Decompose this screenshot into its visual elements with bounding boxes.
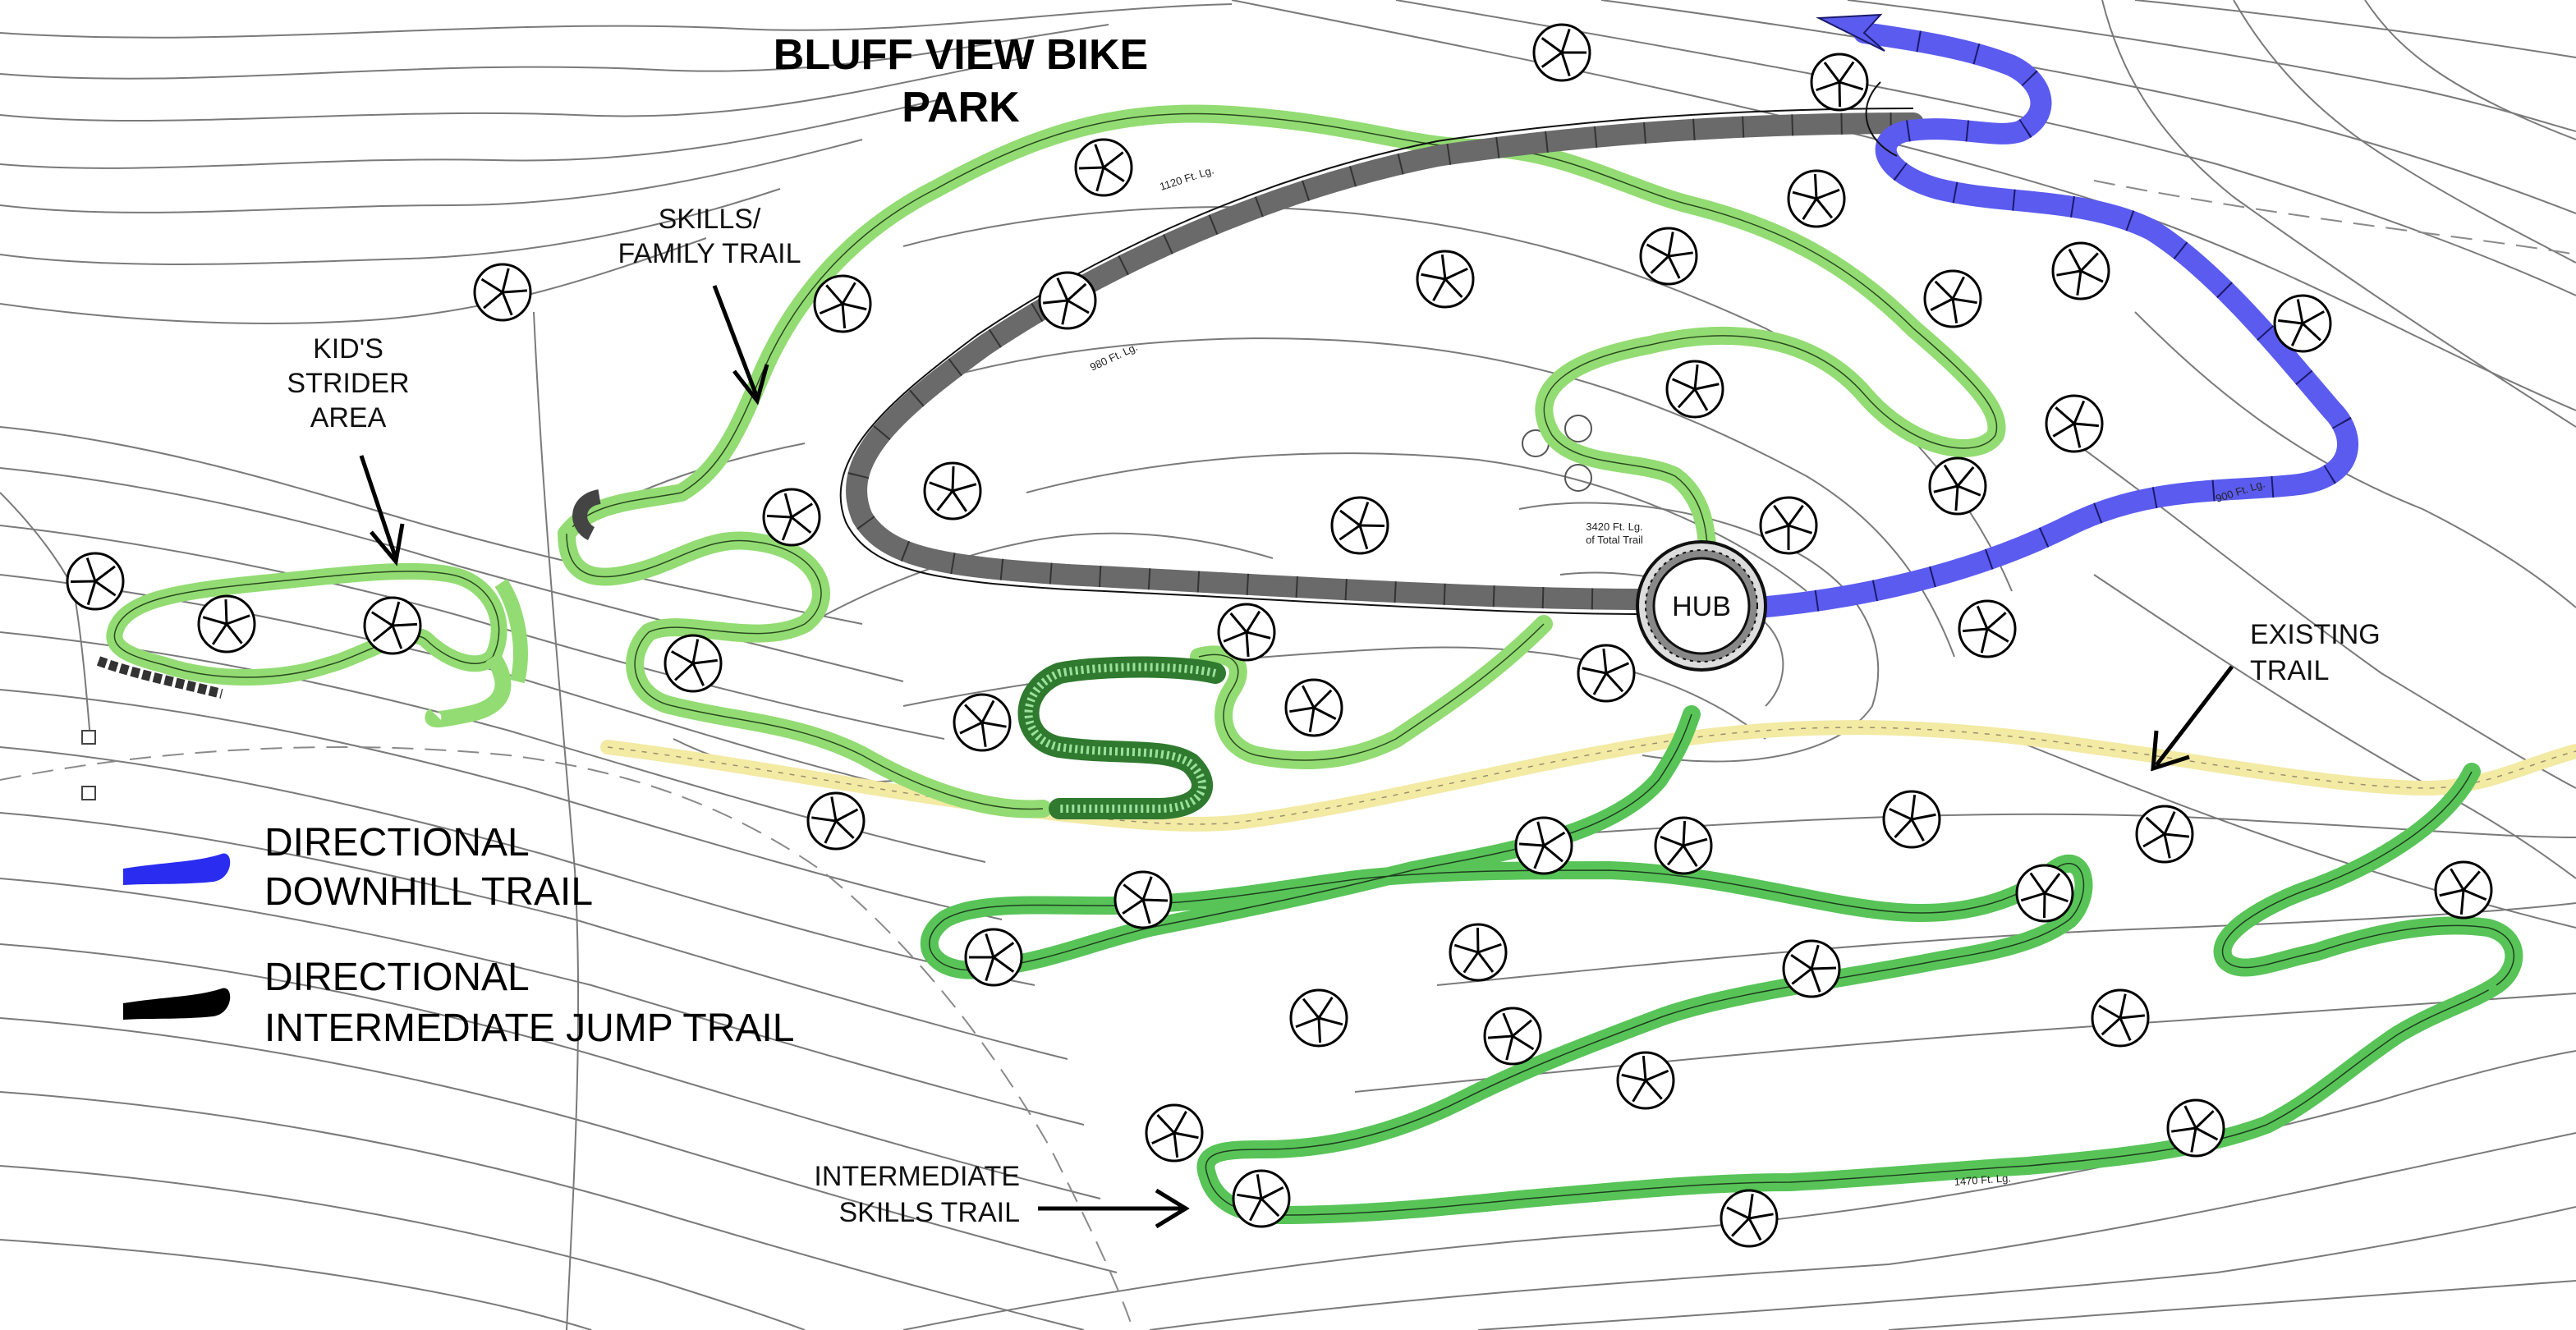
kids-arrow xyxy=(359,455,398,559)
tree-icon xyxy=(2091,988,2150,1048)
tree-icon xyxy=(953,693,1012,752)
map-title: BLUFF VIEW BIKE PARK xyxy=(774,31,1148,131)
tree-icon xyxy=(1759,496,1818,555)
tree-icon xyxy=(1882,790,1941,849)
legend-item-downhill: DIRECTIONAL DOWNHILL TRAIL xyxy=(123,821,593,914)
tree-icon xyxy=(1289,988,1348,1048)
downhill-arrow-head xyxy=(1816,13,1885,52)
jump-trail xyxy=(572,108,1924,615)
hub-label: HUB xyxy=(1672,591,1731,622)
callout-intermediate: INTERMEDIATE SKILLS TRAIL xyxy=(814,1161,1190,1229)
skills-length-label: 1120 Ft. Lg. xyxy=(1158,163,1215,192)
tree-icon xyxy=(2051,241,2110,300)
downhill-trail xyxy=(1747,13,2358,618)
tree-icon xyxy=(1654,816,1713,875)
callout-existing: EXISTING TRAIL xyxy=(2151,619,2381,772)
existing-line2: TRAIL xyxy=(2250,655,2329,686)
skills-family-trail xyxy=(558,104,2006,819)
legend-downhill-line2: DOWNHILL TRAIL xyxy=(264,870,593,914)
kids-line1: KID'S xyxy=(313,333,383,365)
tree-icon xyxy=(2166,1098,2225,1158)
tree-icon xyxy=(1787,169,1846,228)
tree-icon xyxy=(1532,23,1591,82)
title-line1: BLUFF VIEW BIKE xyxy=(774,31,1148,79)
tree-icon xyxy=(1720,1189,1779,1248)
existing-line1: EXISTING xyxy=(2250,619,2381,650)
kids-line3: AREA xyxy=(310,402,387,433)
tree-icon xyxy=(473,263,532,322)
callout-kids: KID'S STRIDER AREA xyxy=(287,333,410,566)
trail-length-labels: 1120 Ft. Lg. 980 Ft. Lg. 900 Ft. Lg. 147… xyxy=(1088,163,2266,1188)
tree-icon xyxy=(964,928,1023,987)
legend-jump-line2: INTERMEDIATE JUMP TRAIL xyxy=(264,1007,794,1050)
hub-circle xyxy=(1652,557,1751,655)
blue-swatch-icon xyxy=(123,853,231,885)
tree-icon xyxy=(1483,1007,1542,1066)
tree-icon xyxy=(1514,816,1573,875)
tree-icon xyxy=(2434,860,2493,920)
tree-icon xyxy=(923,461,982,521)
tree-icon xyxy=(1449,923,1508,982)
skills-line1: SKILLS/ xyxy=(659,204,761,235)
tree-icon xyxy=(1074,138,1133,197)
callout-skills: SKILLS/ FAMILY TRAIL xyxy=(618,204,801,406)
skills-arrow xyxy=(712,285,760,398)
black-swatch-icon xyxy=(123,988,231,1020)
tree-icon xyxy=(1038,271,1097,330)
existing-arrow xyxy=(2155,665,2234,767)
tree-icon xyxy=(1639,227,1698,286)
trees xyxy=(66,23,2493,1248)
tree-icon xyxy=(2273,294,2332,353)
tree-icon xyxy=(1114,870,1173,929)
legend: DIRECTIONAL DOWNHILL TRAIL DIRECTIONAL I… xyxy=(123,821,794,1050)
legend-item-jump: DIRECTIONAL INTERMEDIATE JUMP TRAIL xyxy=(123,956,794,1050)
legend-downhill-line1: DIRECTIONAL xyxy=(264,821,530,864)
legend-jump-line1: DIRECTIONAL xyxy=(264,956,530,999)
tree-icon xyxy=(1958,599,2017,658)
kids-line2: STRIDER xyxy=(287,368,409,399)
tree-icon xyxy=(664,634,723,693)
intermediate-line1: INTERMEDIATE xyxy=(814,1161,1020,1192)
hub-note-line1: 3420 Ft. Lg. xyxy=(1586,521,1642,533)
tree-icon xyxy=(1665,360,1724,419)
tree-icon xyxy=(806,791,866,851)
tree-icon xyxy=(1145,1103,1204,1163)
tree-icon xyxy=(1577,644,1636,703)
tree-icon xyxy=(1782,939,1841,998)
tree-icon xyxy=(1616,1051,1675,1110)
intermediate-length-label: 1470 Ft. Lg. xyxy=(1954,1172,2011,1188)
tree-icon xyxy=(2135,805,2194,864)
tree-icon xyxy=(813,274,872,333)
tree-icon xyxy=(1416,250,1475,309)
tree-icon xyxy=(2045,394,2104,453)
tree-icon xyxy=(2015,864,2074,923)
intermediate-line2: SKILLS TRAIL xyxy=(839,1197,1021,1228)
tree-icon xyxy=(1232,1169,1291,1228)
tree-icon xyxy=(1810,53,1869,112)
tree-icon xyxy=(66,552,125,611)
hub: HUB 3420 Ft. Lg. of Total Trail xyxy=(1586,521,1767,672)
skills-line2: FAMILY TRAIL xyxy=(618,238,801,269)
tree-icon xyxy=(1330,496,1389,555)
tree-icon xyxy=(363,596,422,655)
jump-length-label: 980 Ft. Lg. xyxy=(1088,341,1140,374)
strider-area xyxy=(96,562,528,728)
tree-icon xyxy=(762,488,821,547)
tree-icon xyxy=(197,594,256,654)
tree-icon xyxy=(1923,269,1982,328)
tree-icon xyxy=(1928,456,1987,516)
tree-icon xyxy=(1217,603,1276,662)
tree-icon xyxy=(1284,678,1343,737)
title-line2: PARK xyxy=(902,84,1020,131)
pump-track xyxy=(1017,656,1226,820)
hub-note-line2: of Total Trail xyxy=(1586,534,1643,546)
